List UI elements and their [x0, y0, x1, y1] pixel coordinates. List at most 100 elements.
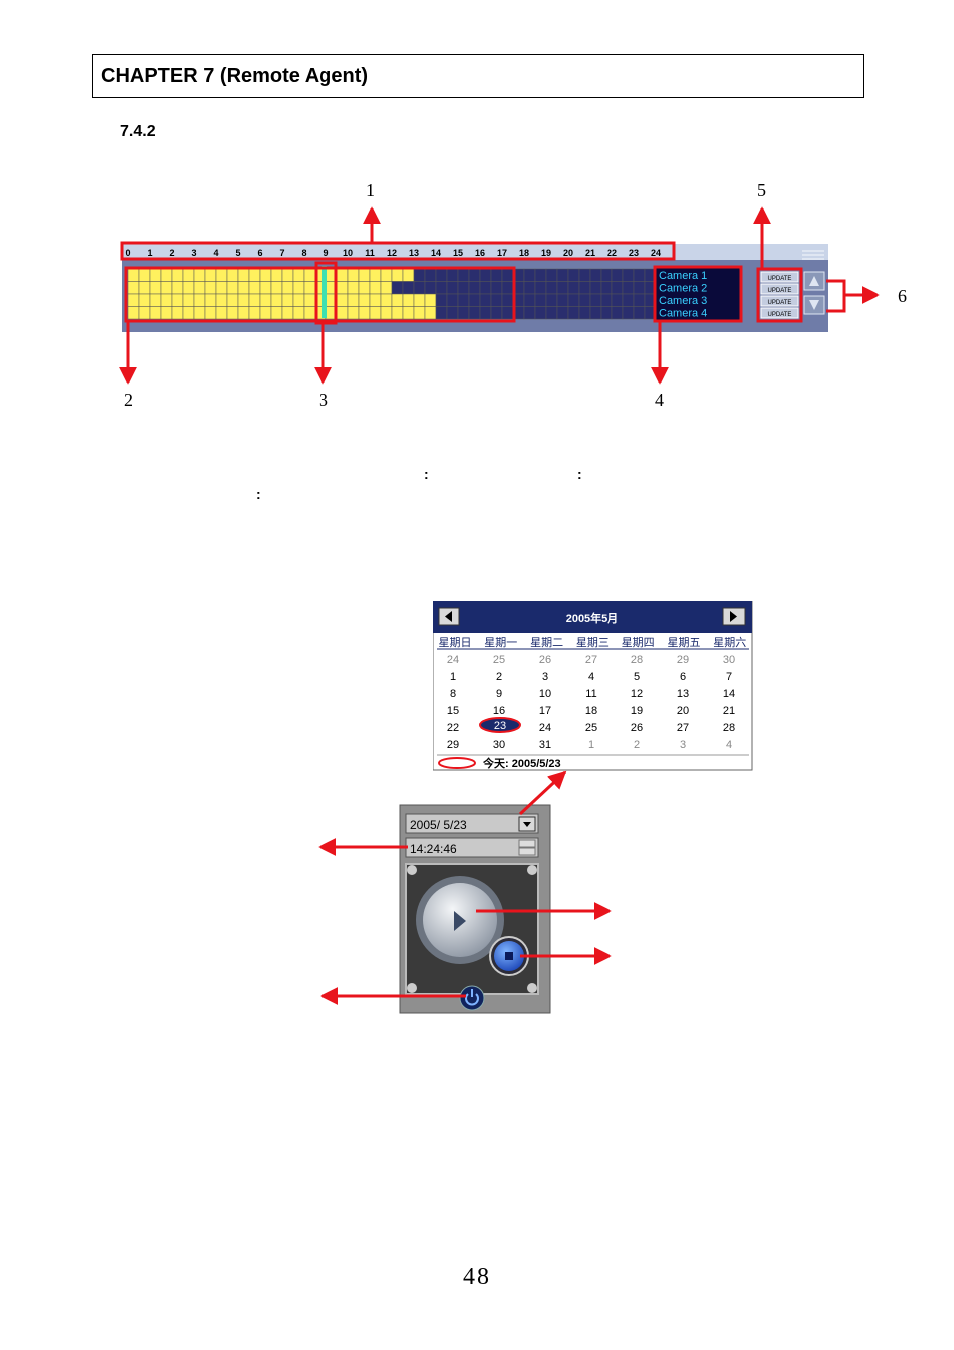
grid-cell[interactable] — [149, 306, 162, 320]
grid-cell[interactable] — [259, 281, 272, 295]
grid-cell[interactable] — [457, 268, 470, 282]
grid-cell[interactable] — [435, 281, 448, 295]
grid-cell[interactable] — [457, 293, 470, 307]
grid-cell[interactable] — [424, 306, 437, 320]
grid-cell[interactable] — [215, 293, 228, 307]
camera-label[interactable]: Camera 1 — [659, 270, 707, 282]
grid-cell[interactable] — [479, 293, 492, 307]
grid-cell[interactable] — [490, 281, 503, 295]
calendar-day[interactable]: 30 — [493, 739, 505, 751]
grid-cell[interactable] — [446, 306, 459, 320]
grid-cell[interactable] — [127, 306, 140, 320]
grid-cell[interactable] — [424, 293, 437, 307]
grid-cell[interactable] — [391, 268, 404, 282]
grid-cell[interactable] — [534, 268, 547, 282]
grid-cell[interactable] — [369, 268, 382, 282]
grid-cell[interactable] — [567, 306, 580, 320]
grid-cell[interactable] — [446, 293, 459, 307]
grid-cell[interactable] — [633, 281, 646, 295]
grid-cell[interactable] — [611, 306, 624, 320]
grid-cell[interactable] — [237, 268, 250, 282]
grid-cell[interactable] — [149, 281, 162, 295]
date-field[interactable] — [405, 813, 539, 834]
grid-cell[interactable] — [204, 281, 217, 295]
grid-cell[interactable] — [402, 306, 415, 320]
grid-cell[interactable] — [545, 306, 558, 320]
grid-cell[interactable] — [182, 281, 195, 295]
grid-cell[interactable] — [413, 281, 426, 295]
calendar-day[interactable]: 17 — [539, 705, 551, 717]
power-button[interactable] — [459, 985, 485, 1011]
grid-cell[interactable] — [303, 293, 316, 307]
grid-cell[interactable] — [435, 293, 448, 307]
grid-cell[interactable] — [633, 268, 646, 282]
calendar-day[interactable]: 24 — [447, 654, 459, 666]
grid-cell[interactable] — [446, 281, 459, 295]
grid-cell[interactable] — [237, 306, 250, 320]
grid-cell[interactable] — [479, 268, 492, 282]
grid-cell[interactable] — [281, 293, 294, 307]
calendar-day[interactable]: 15 — [447, 705, 459, 717]
grid-cell[interactable] — [633, 293, 646, 307]
grid-cell[interactable] — [127, 281, 140, 295]
grid-cell[interactable] — [523, 268, 536, 282]
grid-cell[interactable] — [160, 306, 173, 320]
grid-cell[interactable] — [138, 293, 151, 307]
grid-cell[interactable] — [226, 281, 239, 295]
grid-cell[interactable] — [600, 293, 613, 307]
grid-cell[interactable] — [523, 293, 536, 307]
grid-cell[interactable] — [589, 293, 602, 307]
calendar-day[interactable]: 7 — [726, 671, 732, 683]
grid-cell[interactable] — [259, 268, 272, 282]
grid-cell[interactable] — [292, 281, 305, 295]
grid-cell[interactable] — [545, 268, 558, 282]
grid-cell[interactable] — [435, 306, 448, 320]
grid-cell[interactable] — [160, 281, 173, 295]
grid-cell[interactable] — [303, 306, 316, 320]
grid-cell[interactable] — [622, 293, 635, 307]
grid-cell[interactable] — [347, 281, 360, 295]
grid-cell[interactable] — [413, 293, 426, 307]
grid-cell[interactable] — [479, 306, 492, 320]
grid-cell[interactable] — [369, 306, 382, 320]
grid-cell[interactable] — [600, 268, 613, 282]
grid-cell[interactable] — [468, 268, 481, 282]
grid-cell[interactable] — [336, 306, 349, 320]
grid-cell[interactable] — [589, 281, 602, 295]
grid-cell[interactable] — [248, 268, 261, 282]
grid-cell[interactable] — [270, 306, 283, 320]
calendar-day[interactable]: 26 — [539, 654, 551, 666]
grid-cell[interactable] — [259, 293, 272, 307]
grid-cell[interactable] — [237, 293, 250, 307]
grid-cell[interactable] — [149, 268, 162, 282]
calendar-day[interactable]: 25 — [585, 722, 597, 734]
calendar-day[interactable]: 25 — [493, 654, 505, 666]
grid-cell[interactable] — [281, 268, 294, 282]
menu-lines-icon[interactable] — [802, 250, 824, 260]
grid-cell[interactable] — [622, 268, 635, 282]
grid-cell[interactable] — [611, 281, 624, 295]
grid-cell[interactable] — [545, 293, 558, 307]
grid-cell[interactable] — [589, 306, 602, 320]
calendar-day[interactable]: 24 — [539, 722, 551, 734]
grid-cell[interactable] — [182, 293, 195, 307]
grid-cell[interactable] — [226, 268, 239, 282]
grid-cell[interactable] — [204, 306, 217, 320]
grid-cell[interactable] — [138, 268, 151, 282]
grid-cell[interactable] — [490, 268, 503, 282]
grid-cell[interactable] — [391, 306, 404, 320]
grid-cell[interactable] — [171, 306, 184, 320]
grid-cell[interactable] — [490, 293, 503, 307]
grid-cell[interactable] — [281, 306, 294, 320]
grid-cell[interactable] — [347, 293, 360, 307]
grid-cell[interactable] — [270, 268, 283, 282]
calendar-day[interactable]: 22 — [447, 722, 459, 734]
update-button[interactable] — [760, 283, 799, 295]
grid-cell[interactable] — [600, 306, 613, 320]
calendar-day[interactable]: 2 — [634, 739, 640, 751]
grid-cell[interactable] — [292, 306, 305, 320]
grid-cell[interactable] — [413, 306, 426, 320]
calendar-day[interactable]: 14 — [723, 688, 735, 700]
grid-cell[interactable] — [369, 293, 382, 307]
